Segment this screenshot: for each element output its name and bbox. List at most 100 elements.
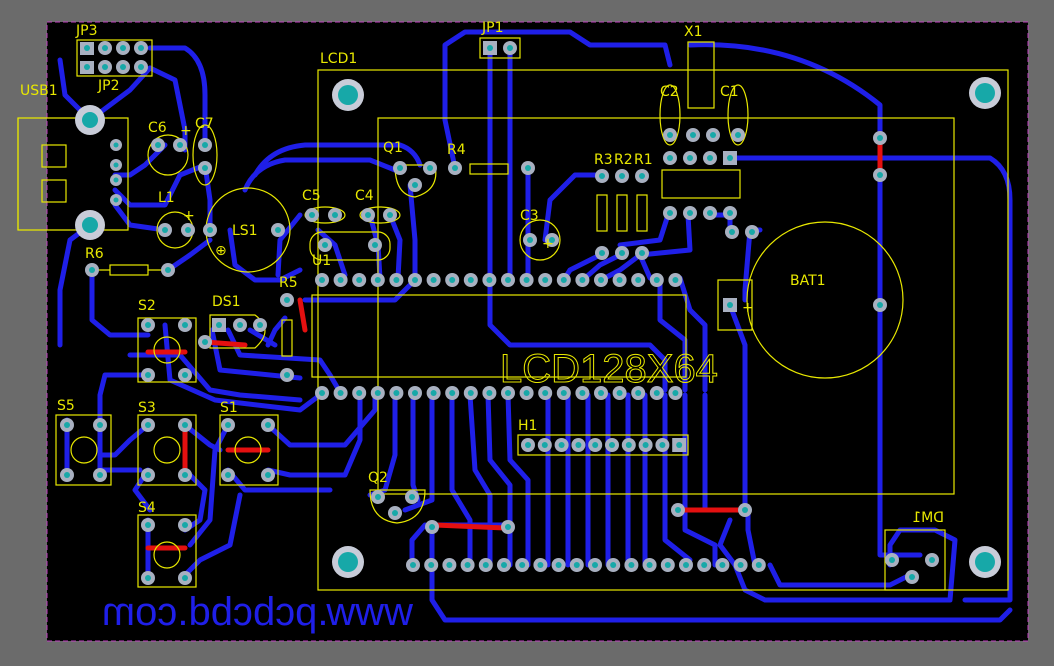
drill-hole [525, 442, 531, 448]
drill-hole [560, 277, 567, 283]
drill-hole [337, 277, 344, 283]
drill-hole [737, 562, 744, 568]
label-jp3: JP3 [75, 23, 97, 39]
pads [60, 41, 1001, 585]
drill-hole [575, 442, 582, 448]
drill-hole [664, 562, 671, 568]
drill-hole [579, 277, 586, 283]
label-r5: R5 [279, 275, 298, 291]
drill-hole [609, 442, 615, 448]
label-bat1: BAT1 [790, 273, 826, 289]
drill-hole [755, 562, 762, 568]
drill-hole [625, 442, 632, 448]
polarity-mark: + [542, 236, 554, 252]
drill-hole [449, 277, 456, 283]
label-c3: C3 [520, 208, 539, 224]
drill-hole [412, 390, 418, 396]
drill-hole [523, 390, 530, 396]
drill-hole [374, 277, 381, 283]
drill-hole [659, 442, 666, 448]
label-ls1: LS1 [232, 223, 258, 239]
label-jp2: JP2 [97, 78, 119, 94]
drill-hole [464, 562, 471, 568]
drill-hole [537, 562, 544, 568]
label-c4: C4 [355, 188, 374, 204]
label-ds1: DS1 [212, 294, 241, 310]
drill-hole [482, 562, 489, 568]
label-lcd-model: LCD128X64 [500, 347, 718, 391]
drill-hole [555, 562, 562, 568]
drill-hole [505, 277, 511, 283]
label-s3: S3 [138, 400, 156, 416]
label-jp1: JP1 [481, 20, 503, 36]
drill-hole [579, 390, 586, 396]
label-usb1: USB1 [20, 83, 58, 99]
polarity-mark: ⊕ [215, 243, 227, 259]
drill-hole [393, 390, 400, 396]
drill-hole [337, 390, 344, 396]
drill-hole [592, 442, 599, 448]
drill-hole [560, 390, 567, 396]
drill-hole [598, 277, 604, 283]
label-dm1: DM1 [912, 510, 944, 526]
drill-hole [610, 562, 617, 568]
drill-hole [356, 390, 363, 396]
drill-hole [319, 390, 325, 396]
website-text: www.pcbcbd.com [102, 590, 414, 634]
drill-hole [446, 562, 453, 568]
drill-hole [672, 390, 679, 396]
drill-hole [558, 442, 565, 448]
drill-hole [393, 277, 400, 283]
label-s5: S5 [57, 398, 75, 414]
drill-hole [523, 277, 530, 283]
drill-hole [573, 562, 580, 568]
drill-hole [598, 390, 604, 396]
designator-labels: JP3 JP2 USB1 C6 C7 L1 LS1 R6 S2 DS1 S5 S… [20, 20, 944, 634]
drill-hole [653, 277, 660, 283]
label-c6: C6 [148, 120, 167, 136]
label-s4: S4 [138, 500, 156, 516]
drill-hole [430, 277, 437, 283]
label-c2: C2 [660, 84, 679, 100]
polarity-mark: + [180, 123, 192, 139]
drill-hole [635, 277, 642, 283]
silkscreen [17, 37, 1009, 591]
drill-hole [505, 390, 511, 396]
drill-hole [701, 562, 708, 568]
drill-hole [628, 562, 635, 568]
label-l1: L1 [158, 190, 175, 206]
label-lcd1: LCD1 [320, 51, 357, 67]
label-s1: S1 [220, 400, 238, 416]
drill-hole [542, 277, 549, 283]
label-h1: H1 [518, 418, 537, 434]
drill-hole [542, 390, 549, 396]
label-r4: R4 [447, 142, 466, 158]
drill-hole [616, 390, 623, 396]
drill-hole [374, 390, 381, 396]
drill-hole [519, 562, 526, 568]
polarity-mark: + [742, 300, 754, 316]
label-s2: S2 [138, 298, 156, 314]
drill-hole [672, 277, 679, 283]
drill-hole [653, 390, 660, 396]
polarity-mark: + [183, 208, 195, 224]
drill-hole [486, 277, 493, 283]
label-r6: R6 [85, 246, 104, 262]
drill-hole [486, 390, 493, 396]
label-c1: C1 [720, 84, 739, 100]
board-outline [46, 21, 1029, 642]
drill-hole [683, 562, 689, 568]
drill-hole [356, 277, 363, 283]
label-c5: C5 [302, 188, 321, 204]
drill-hole [501, 562, 507, 568]
label-r3: R3 [594, 152, 613, 168]
drill-hole [410, 562, 416, 568]
drill-hole [616, 277, 623, 283]
drill-hole [430, 390, 437, 396]
drill-hole [676, 442, 683, 448]
drill-hole [592, 562, 598, 568]
drill-hole [642, 442, 649, 448]
drill-hole [635, 390, 642, 396]
label-q2: Q2 [368, 470, 388, 486]
